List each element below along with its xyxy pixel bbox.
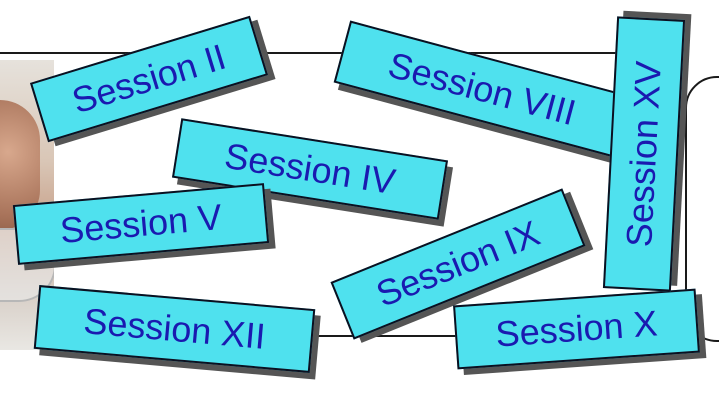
- card-face: Session XV: [602, 16, 686, 292]
- session-xii-label: Session XII: [82, 300, 268, 357]
- session-xv-card: Session XV: [602, 10, 692, 292]
- top-connector-line: [0, 52, 650, 54]
- card-face: Session II: [29, 15, 269, 143]
- session-viii-card: Session VIII: [333, 20, 635, 165]
- session-xii-card: Session XII: [33, 285, 321, 380]
- session-viii-label: Session VIII: [384, 43, 581, 134]
- session-v-label: Session V: [58, 196, 224, 251]
- session-x-card: Session X: [453, 288, 707, 375]
- card-face: Session VIII: [333, 20, 631, 158]
- session-ii-card: Session II: [29, 15, 276, 147]
- card-face: Session XII: [33, 285, 316, 373]
- session-x-label: Session X: [494, 302, 659, 355]
- session-ii-label: Session II: [67, 35, 231, 122]
- session-xv-label: Session XV: [618, 59, 669, 248]
